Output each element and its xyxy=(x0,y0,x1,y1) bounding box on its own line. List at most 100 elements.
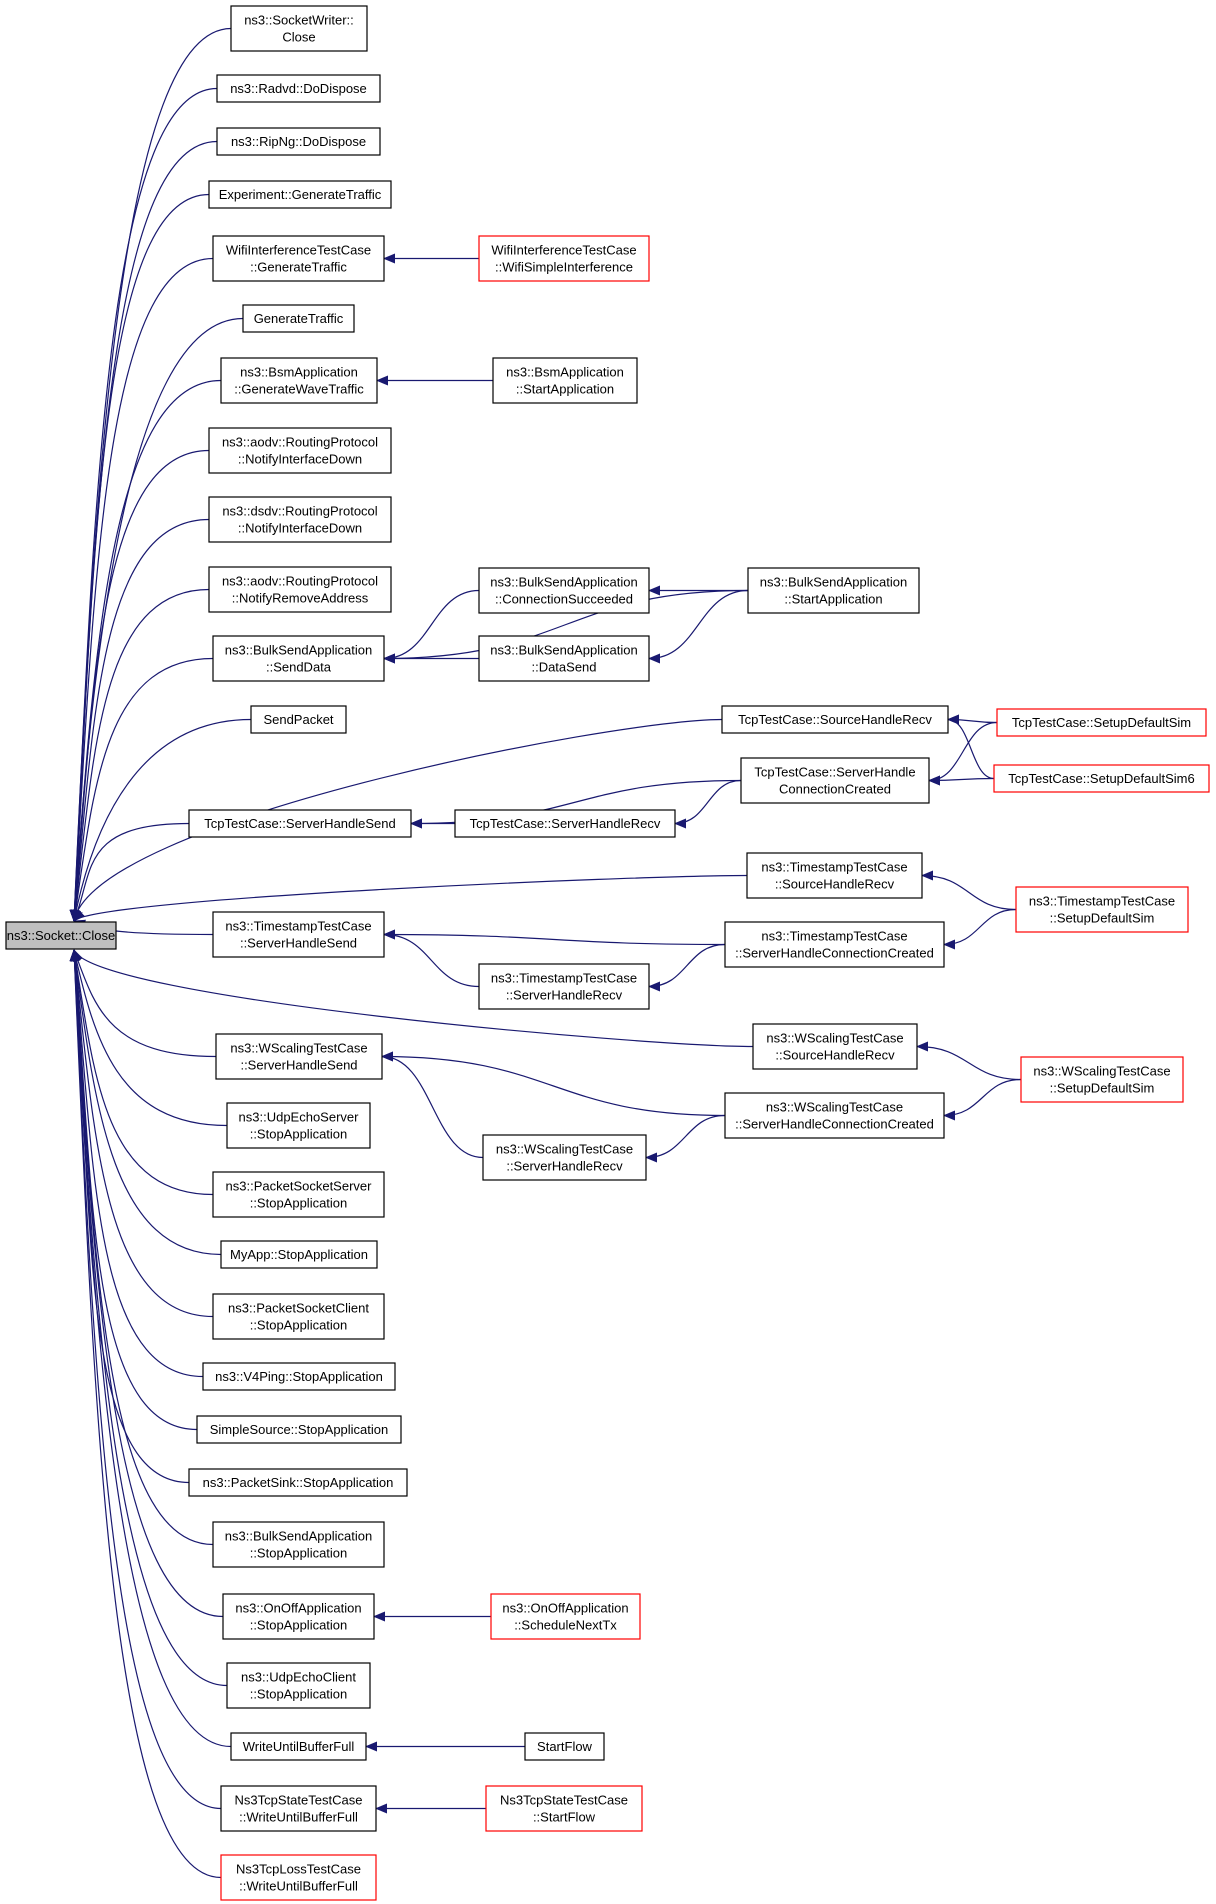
node-n8[interactable]: ns3::aodv::RoutingProtocol::NotifyInterf… xyxy=(208,427,392,474)
node-n11a[interactable]: ns3::BulkSendApplication::ConnectionSucc… xyxy=(478,567,650,614)
node-n1[interactable]: ns3::SocketWriter::Close xyxy=(230,5,368,52)
edge-n7-to-root xyxy=(69,379,222,922)
edge-n1-to-root xyxy=(69,27,232,922)
node-n4[interactable]: Experiment::GenerateTraffic xyxy=(208,180,392,209)
edge-wsshr-to-n15 xyxy=(381,1051,484,1159)
node-label: MyApp::StopApplication xyxy=(230,1247,368,1262)
node-label: Experiment::GenerateTraffic xyxy=(219,187,382,202)
node-n7a[interactable]: ns3::BsmApplication::StartApplication xyxy=(492,357,638,404)
node-label: ::StartApplication xyxy=(516,382,614,397)
node-n13[interactable]: TcpTestCase::ServerHandleSend xyxy=(188,809,412,838)
node-n27a[interactable]: Ns3TcpStateTestCase::StartFlow xyxy=(485,1785,643,1832)
node-n6[interactable]: GenerateTraffic xyxy=(242,304,355,333)
node-label: ns3::BulkSendApplication xyxy=(760,575,907,590)
node-box xyxy=(230,1732,367,1761)
node-tshr[interactable]: TcpTestCase::ServerHandleRecv xyxy=(454,809,676,838)
node-label: ns3::OnOffApplication xyxy=(502,1601,628,1616)
node-n9[interactable]: ns3::dsdv::RoutingProtocol::NotifyInterf… xyxy=(208,496,392,543)
node-label: Ns3TcpStateTestCase xyxy=(235,1793,363,1808)
node-label: SendPacket xyxy=(263,712,333,727)
node-tsim6[interactable]: TcpTestCase::SetupDefaultSim6 xyxy=(993,764,1210,793)
edge-n16-to-root xyxy=(71,949,228,1127)
node-label: SimpleSource::StopApplication xyxy=(210,1422,389,1437)
node-n20[interactable]: ns3::V4Ping::StopApplication xyxy=(202,1362,396,1391)
node-label: ::SourceHandleRecv xyxy=(775,1048,895,1063)
node-tsshc[interactable]: ns3::TimestampTestCase::ServerHandleConn… xyxy=(724,921,945,968)
node-wsshc[interactable]: ns3::WScalingTestCase::ServerHandleConne… xyxy=(724,1092,945,1139)
node-n23[interactable]: ns3::BulkSendApplication::StopApplicatio… xyxy=(212,1521,385,1568)
node-label: ::GenerateWaveTraffic xyxy=(234,382,364,397)
node-n10[interactable]: ns3::aodv::RoutingProtocol::NotifyRemove… xyxy=(208,566,392,613)
node-tsshr[interactable]: ns3::TimestampTestCase::ServerHandleRecv xyxy=(478,963,650,1010)
node-n3[interactable]: ns3::RipNg::DoDispose xyxy=(216,127,381,156)
node-n12[interactable]: SendPacket xyxy=(250,705,347,734)
edge-n21-to-root xyxy=(69,949,198,1431)
node-label: TcpTestCase::ServerHandleSend xyxy=(204,816,396,831)
node-n2[interactable]: ns3::Radvd::DoDispose xyxy=(216,74,381,103)
edge-tssim-to-tsshc xyxy=(943,908,1017,950)
node-label: TcpTestCase::SourceHandleRecv xyxy=(738,712,932,727)
node-n27[interactable]: Ns3TcpStateTestCase::WriteUntilBufferFul… xyxy=(220,1785,377,1832)
node-label: ::GenerateTraffic xyxy=(250,260,347,275)
node-wssim[interactable]: ns3::WScalingTestCase::SetupDefaultSim xyxy=(1020,1056,1184,1103)
node-root[interactable]: ns3::Socket::Close xyxy=(5,921,117,950)
node-n16[interactable]: ns3::UdpEchoServer::StopApplication xyxy=(226,1102,371,1149)
node-label: TcpTestCase::SetupDefaultSim6 xyxy=(1008,771,1194,786)
edge-n26-to-root xyxy=(69,949,232,1748)
node-n5a[interactable]: WifiInterferenceTestCase::WifiSimpleInte… xyxy=(478,235,650,282)
node-n18[interactable]: MyApp::StopApplication xyxy=(220,1240,378,1269)
node-n19[interactable]: ns3::PacketSocketClient::StopApplication xyxy=(212,1293,385,1340)
edge-wssrc-to-root xyxy=(73,949,754,1048)
node-n14[interactable]: ns3::TimestampTestCase::ServerHandleSend xyxy=(212,911,385,958)
node-label: ::ServerHandleSend xyxy=(240,1058,357,1073)
node-box xyxy=(5,921,117,950)
node-tssim[interactable]: ns3::TimestampTestCase::SetupDefaultSim xyxy=(1015,886,1189,933)
node-tshc[interactable]: TcpTestCase::ServerHandleConnectionCreat… xyxy=(740,757,930,804)
node-label: ::ServerHandleConnectionCreated xyxy=(735,1117,934,1132)
node-n22[interactable]: ns3::PacketSink::StopApplication xyxy=(188,1468,408,1497)
node-n24a[interactable]: ns3::OnOffApplication::ScheduleNextTx xyxy=(490,1593,641,1640)
node-label: TcpTestCase::SetupDefaultSim xyxy=(1012,715,1191,730)
node-n7[interactable]: ns3::BsmApplication::GenerateWaveTraffic xyxy=(220,357,378,404)
node-n11[interactable]: ns3::BulkSendApplication::SendData xyxy=(212,635,385,682)
node-n17[interactable]: ns3::PacketSocketServer::StopApplication xyxy=(212,1171,385,1218)
node-box xyxy=(188,809,412,838)
node-box xyxy=(208,180,392,209)
node-label: Close xyxy=(282,30,315,45)
node-box xyxy=(220,1854,377,1901)
node-label: ::ServerHandleRecv xyxy=(506,1159,623,1174)
node-label: Ns3TcpStateTestCase xyxy=(500,1793,628,1808)
node-label: ns3::PacketSink::StopApplication xyxy=(203,1475,394,1490)
node-box xyxy=(524,1732,605,1761)
node-n11c[interactable]: ns3::BulkSendApplication::StartApplicati… xyxy=(747,567,920,614)
edge-tsshc-to-n14 xyxy=(383,929,726,946)
node-n26a[interactable]: StartFlow xyxy=(524,1732,605,1761)
node-box xyxy=(212,911,385,958)
node-box xyxy=(492,357,638,404)
edge-n5-to-root xyxy=(69,257,214,922)
node-tssrc[interactable]: ns3::TimestampTestCase::SourceHandleRecv xyxy=(746,852,923,899)
node-box xyxy=(216,74,381,103)
node-wsshr[interactable]: ns3::WScalingTestCase::ServerHandleRecv xyxy=(482,1134,647,1181)
edge-n17-to-root xyxy=(70,949,214,1196)
node-tsrc[interactable]: TcpTestCase::SourceHandleRecv xyxy=(721,705,949,734)
node-box xyxy=(220,357,378,404)
edge-tsim6-to-tsrc xyxy=(947,714,995,780)
node-wssrc[interactable]: ns3::WScalingTestCase::SourceHandleRecv xyxy=(752,1023,918,1070)
node-n28[interactable]: Ns3TcpLossTestCase::WriteUntilBufferFull xyxy=(220,1854,377,1901)
node-n21[interactable]: SimpleSource::StopApplication xyxy=(196,1415,402,1444)
node-label: ::DataSend xyxy=(531,660,596,675)
node-n11b[interactable]: ns3::BulkSendApplication::DataSend xyxy=(478,635,650,682)
node-n25[interactable]: ns3::UdpEchoClient::StopApplication xyxy=(226,1662,371,1709)
node-label: ns3::aodv::RoutingProtocol xyxy=(222,435,378,450)
node-tsim[interactable]: TcpTestCase::SetupDefaultSim xyxy=(996,708,1207,737)
node-box xyxy=(208,496,392,543)
node-n26[interactable]: WriteUntilBufferFull xyxy=(230,1732,367,1761)
node-label: ::StartFlow xyxy=(533,1810,596,1825)
node-n15[interactable]: ns3::WScalingTestCase::ServerHandleSend xyxy=(215,1033,383,1080)
node-box xyxy=(212,1521,385,1568)
node-n5[interactable]: WifiInterferenceTestCase::GenerateTraffi… xyxy=(212,235,385,282)
node-label: ::SourceHandleRecv xyxy=(775,877,895,892)
node-n24[interactable]: ns3::OnOffApplication::StopApplication xyxy=(222,1593,375,1640)
node-box xyxy=(212,635,385,682)
